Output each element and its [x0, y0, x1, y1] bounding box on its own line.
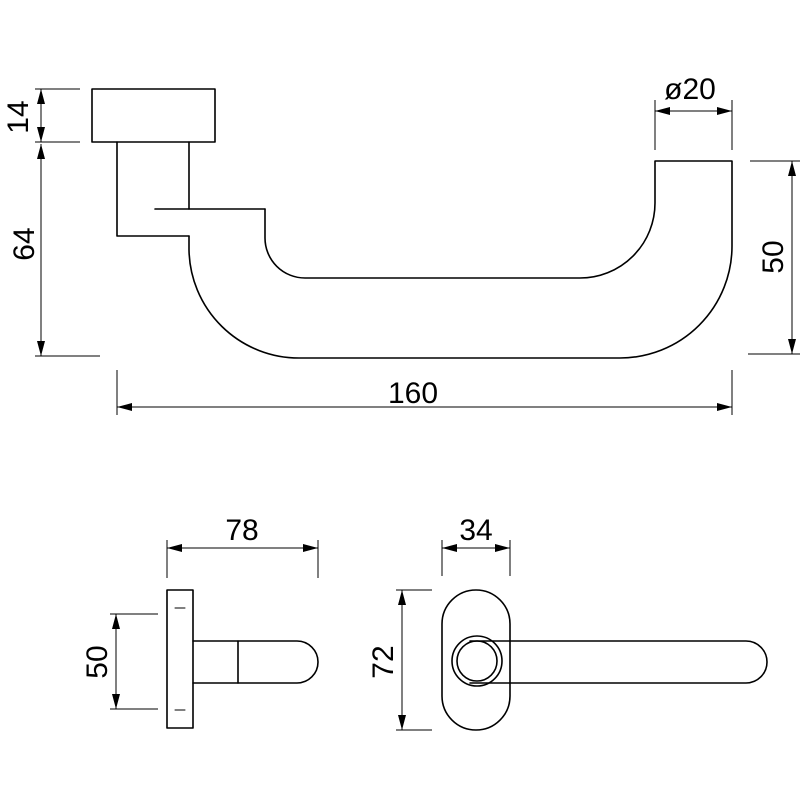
dim-lever-drop: 50	[748, 160, 800, 355]
front-lever-bar	[469, 640, 768, 684]
lever-front-view	[441, 589, 768, 731]
dim-label-14: 14	[2, 100, 35, 133]
dim-label-160: 160	[388, 377, 438, 410]
lever-u-outline	[188, 160, 733, 359]
front-rose-inner	[456, 640, 498, 682]
dim-label-78: 78	[225, 514, 258, 547]
dim-label-64: 64	[8, 227, 41, 260]
dim-label-50-right: 50	[757, 240, 790, 273]
shank-left-outline	[116, 141, 190, 237]
front-rose-outer	[451, 635, 503, 687]
lever-side-view	[166, 589, 319, 729]
rose-outline	[91, 88, 216, 143]
dim-lever-length: 160	[116, 370, 733, 415]
dim-side-height: 50	[81, 613, 158, 710]
dim-label-72: 72	[367, 645, 400, 678]
side-lever-outline	[192, 640, 319, 684]
dim-lever-height: 64	[8, 144, 100, 357]
lever-top-view	[91, 88, 733, 359]
front-plate-outline	[441, 589, 511, 731]
side-plate-outline	[166, 589, 194, 729]
dim-side-projection: 78	[166, 514, 319, 578]
dim-rose-height: 14	[2, 88, 80, 143]
dim-label-50-side: 50	[81, 645, 114, 678]
dim-bar-diameter: ø20	[654, 73, 733, 150]
dim-label-d20: ø20	[664, 73, 716, 106]
dim-plate-width: 34	[441, 514, 511, 576]
dim-plate-height: 72	[367, 589, 432, 731]
dim-label-34: 34	[459, 514, 492, 547]
